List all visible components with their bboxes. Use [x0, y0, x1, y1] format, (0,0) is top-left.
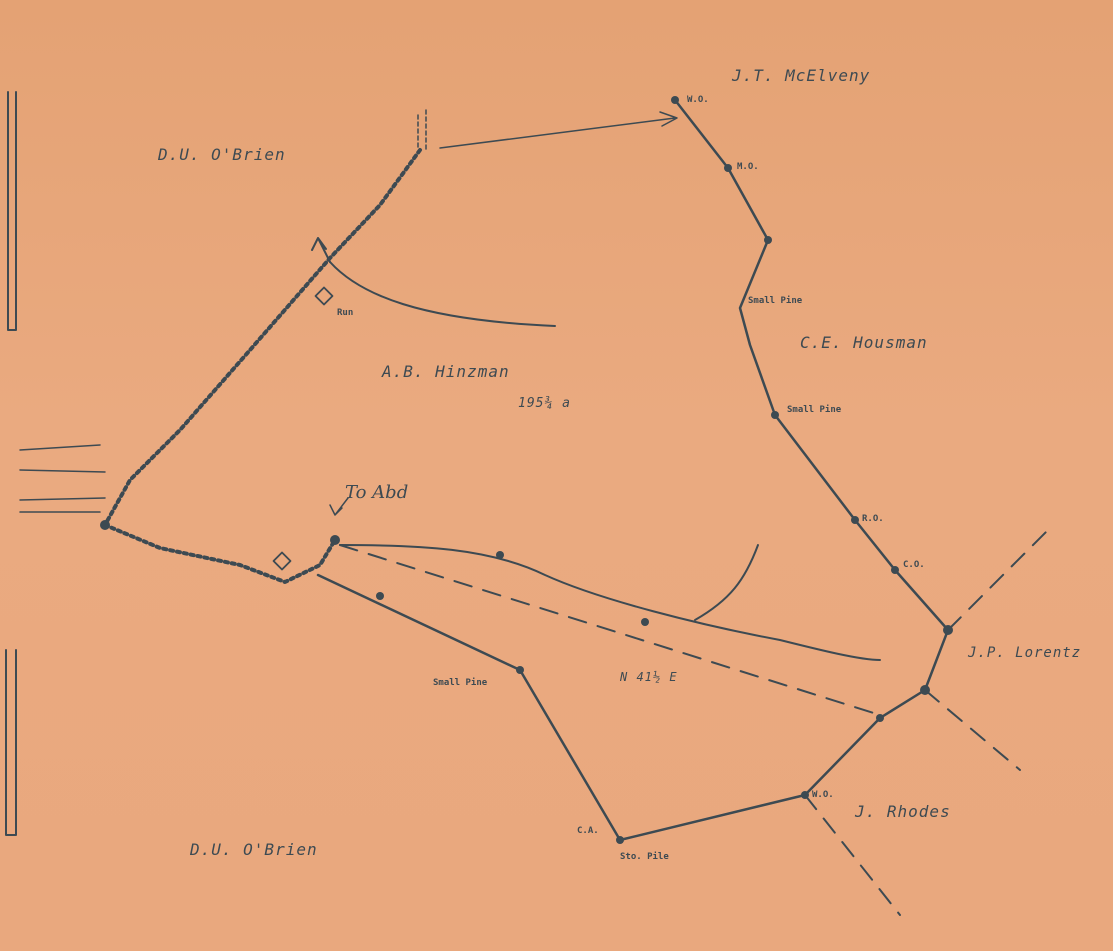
corner-tree-label: W.O. [687, 95, 709, 105]
small-pine-label: Small Pine [433, 678, 488, 688]
owner-label: J.T. McElveny [732, 66, 871, 85]
sw-boundary [103, 523, 337, 584]
corner-tree-label: M.O. [737, 162, 759, 172]
run-label: Run [337, 308, 354, 318]
owner-label: C.E. Housman [800, 333, 928, 352]
owner-label: A.B. Hinzman [382, 362, 510, 381]
acreage-label: 195¾ a [518, 396, 571, 411]
margin-line [5, 649, 17, 836]
run-stream [329, 261, 556, 327]
tie-line [439, 117, 676, 149]
corner-tree-label: C.O. [903, 560, 925, 570]
owner-label: D.U. O'Brien [190, 840, 318, 859]
nw-boundary [103, 148, 422, 527]
corner-marker [272, 551, 292, 571]
stream [339, 544, 881, 661]
owner-label: J. Rhodes [855, 802, 951, 821]
corner-tree-label: W.O. [812, 790, 834, 800]
corner-marker [314, 286, 334, 306]
margin-line [7, 91, 17, 331]
small-pine-label: Small Pine [748, 296, 803, 306]
dashed-line [339, 544, 881, 716]
to-abd-label: To Abd [345, 482, 409, 503]
owner-label: D.U. O'Brien [158, 145, 286, 164]
sto-pile-label: Sto. Pile [620, 852, 669, 862]
owner-label: J.P. Lorentz [968, 645, 1082, 661]
ne-boundary [316, 98, 950, 842]
small-pine-label: Small Pine [787, 405, 842, 415]
corner-tree-label: C.A. [577, 826, 599, 836]
bearing-label: N 41½ E [620, 670, 678, 684]
corner-tree-label: R.O. [862, 514, 884, 524]
